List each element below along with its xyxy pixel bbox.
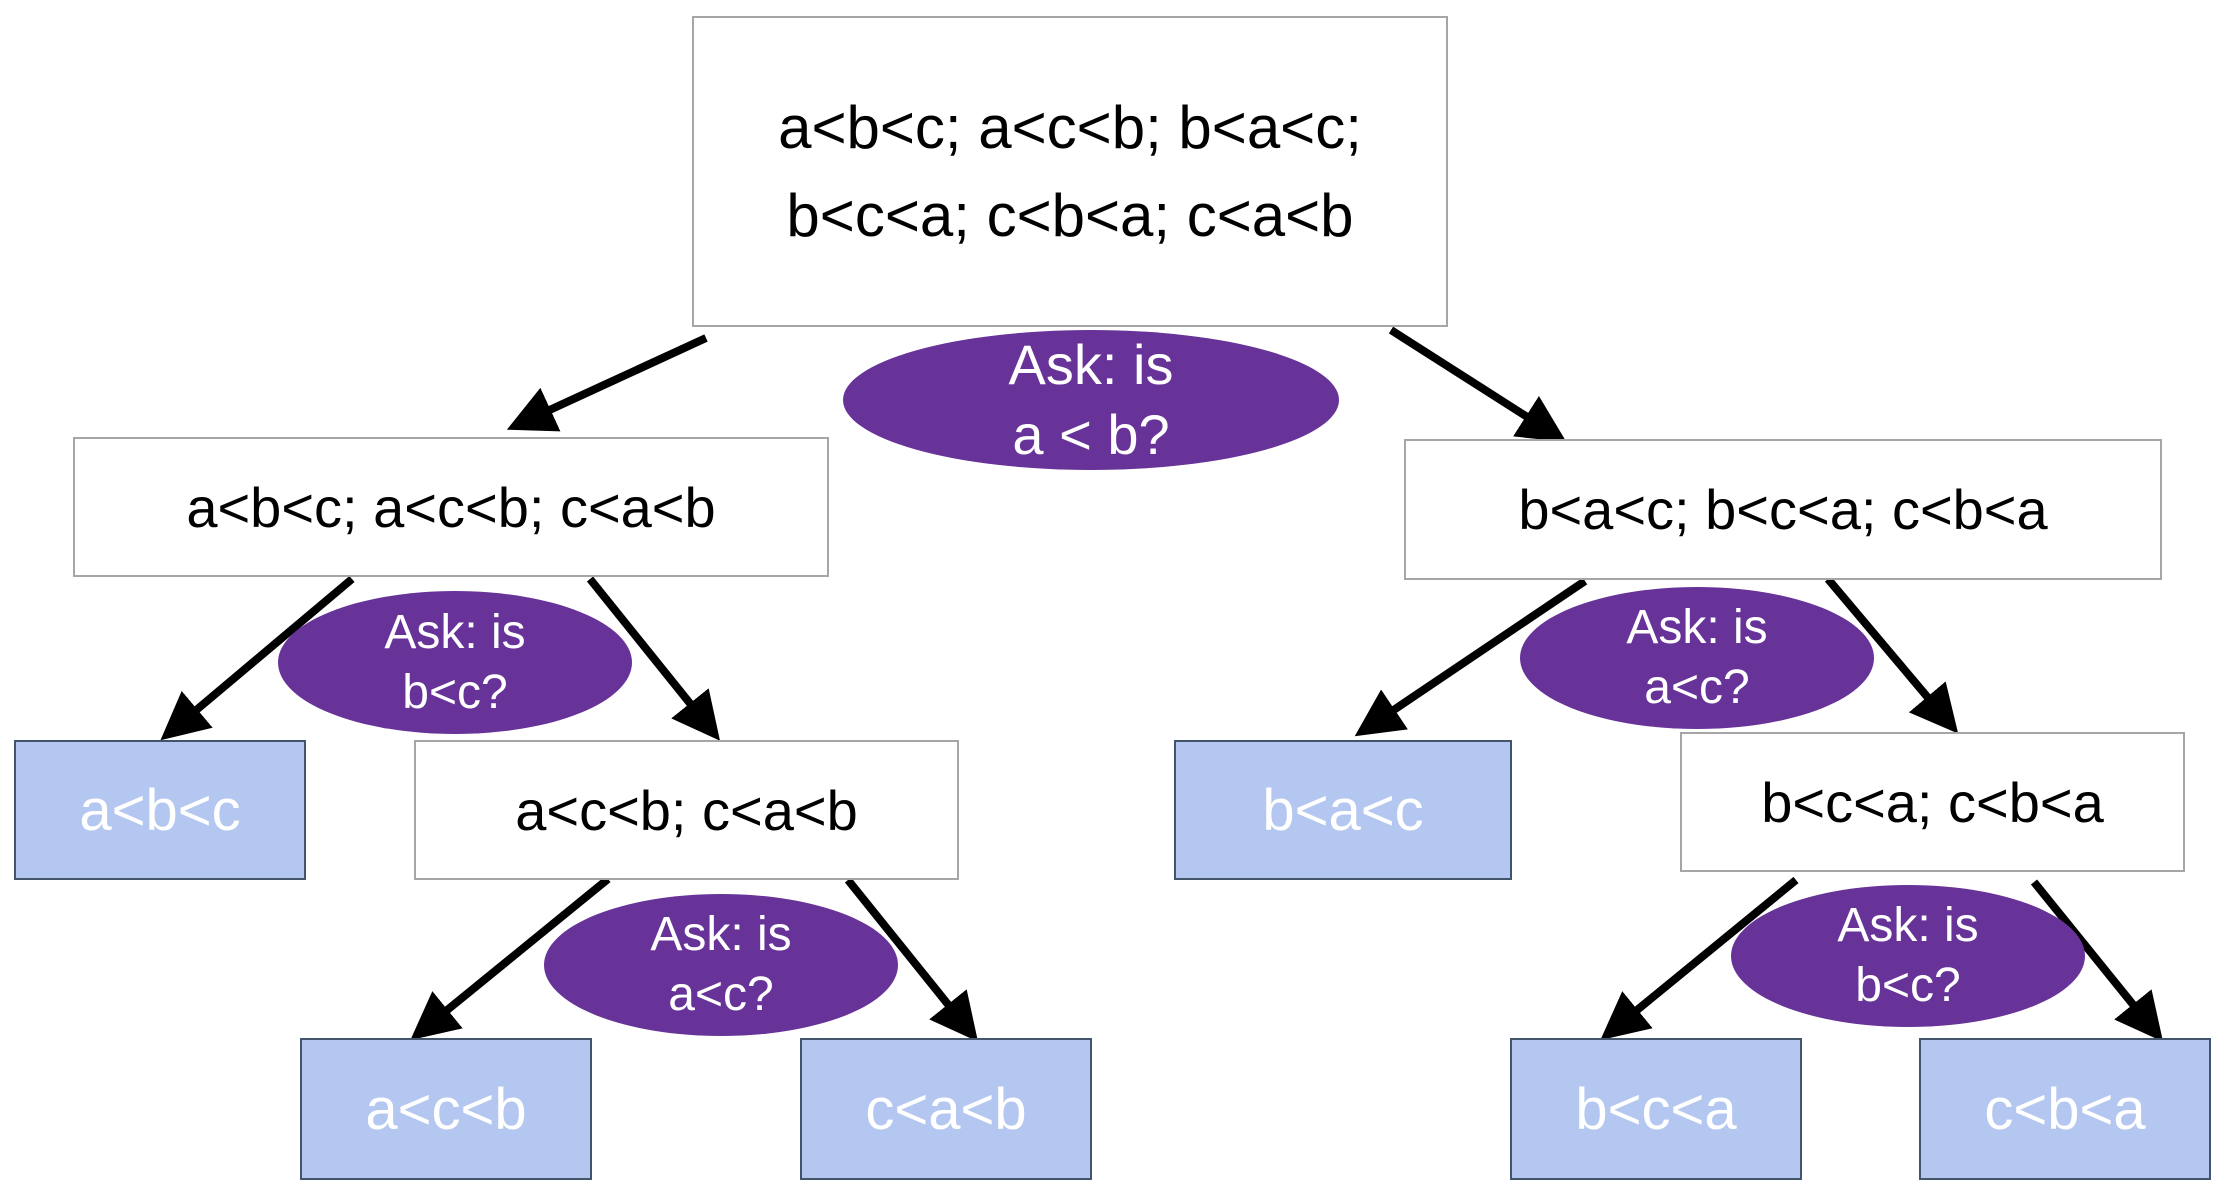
left-right-node-label: a<c<b; c<a<b [515, 778, 858, 842]
root-node: a<b<c; a<c<b; b<a<c; b<c<a; c<b<a; c<a<b [692, 16, 1448, 327]
right-question-line-1: Ask: is [1626, 601, 1768, 654]
left-question-line-1: Ask: is [384, 605, 526, 659]
leaf-a-b-c: a<b<c [14, 740, 306, 880]
right-question-line-2: a<c? [1644, 661, 1750, 714]
right-right-question-line-2: b<c? [1855, 959, 1961, 1012]
leaf-c-b-a: c<b<a [1919, 1038, 2211, 1180]
left-right-question-line-1: Ask: is [650, 908, 792, 961]
right-question: Ask: is a<c? [1520, 587, 1874, 729]
right-node-label: b<a<c; b<c<a; c<b<a [1518, 478, 2048, 541]
leaf-b-c-a-label: b<c<a [1575, 1076, 1737, 1142]
edge-left-to-inner [586, 576, 721, 741]
leaf-a-c-b-label: a<c<b [365, 1076, 527, 1142]
left-question: Ask: is b<c? [278, 591, 632, 734]
edge-right-to-inner [1824, 576, 1959, 734]
right-right-node-label: b<c<a; c<b<a [1761, 770, 2104, 834]
edge-right-inner-to-leaf-left [1600, 876, 1799, 1041]
left-right-question: Ask: is a<c? [544, 894, 898, 1036]
root-line-1: a<b<c; a<c<b; b<a<c; [778, 93, 1362, 161]
edge-right-to-leaf [1354, 577, 1588, 737]
left-node-label: a<b<c; a<c<b; c<a<b [186, 475, 716, 539]
leaf-a-b-c-label: a<b<c [79, 777, 241, 843]
left-right-node: a<c<b; c<a<b [414, 740, 959, 880]
leaf-b-c-a: b<c<a [1510, 1038, 1802, 1180]
edge-left-inner-to-leaf-right [844, 877, 979, 1042]
leaf-b-a-c: b<a<c [1174, 740, 1512, 880]
edge-root-to-left [506, 334, 708, 432]
root-line-2: b<c<a; c<b<a; c<a<b [786, 181, 1354, 249]
leaf-b-a-c-label: b<a<c [1262, 777, 1424, 843]
right-node: b<a<c; b<c<a; c<b<a [1404, 439, 2162, 580]
left-node: a<b<c; a<c<b; c<a<b [73, 437, 829, 577]
left-right-question-line-2: a<c? [668, 968, 774, 1021]
root-question: Ask: is a < b? [843, 330, 1339, 470]
edge-root-to-right [1388, 326, 1567, 443]
leaf-c-a-b-label: c<a<b [865, 1076, 1027, 1142]
edge-right-inner-to-leaf-right [2030, 879, 2164, 1042]
right-right-node: b<c<a; c<b<a [1680, 732, 2185, 872]
leaf-c-b-a-label: c<b<a [1984, 1076, 2146, 1142]
left-question-line-2: b<c? [402, 665, 508, 719]
root-question-line-2: a < b? [1012, 403, 1170, 466]
leaf-a-c-b: a<c<b [300, 1038, 592, 1180]
root-question-line-1: Ask: is [1008, 333, 1174, 396]
right-right-question-line-1: Ask: is [1837, 899, 1979, 952]
edge-left-inner-to-leaf-left [410, 875, 611, 1041]
right-right-question: Ask: is b<c? [1731, 885, 2085, 1027]
edge-left-to-leaf [160, 575, 355, 741]
leaf-c-a-b: c<a<b [800, 1038, 1092, 1180]
